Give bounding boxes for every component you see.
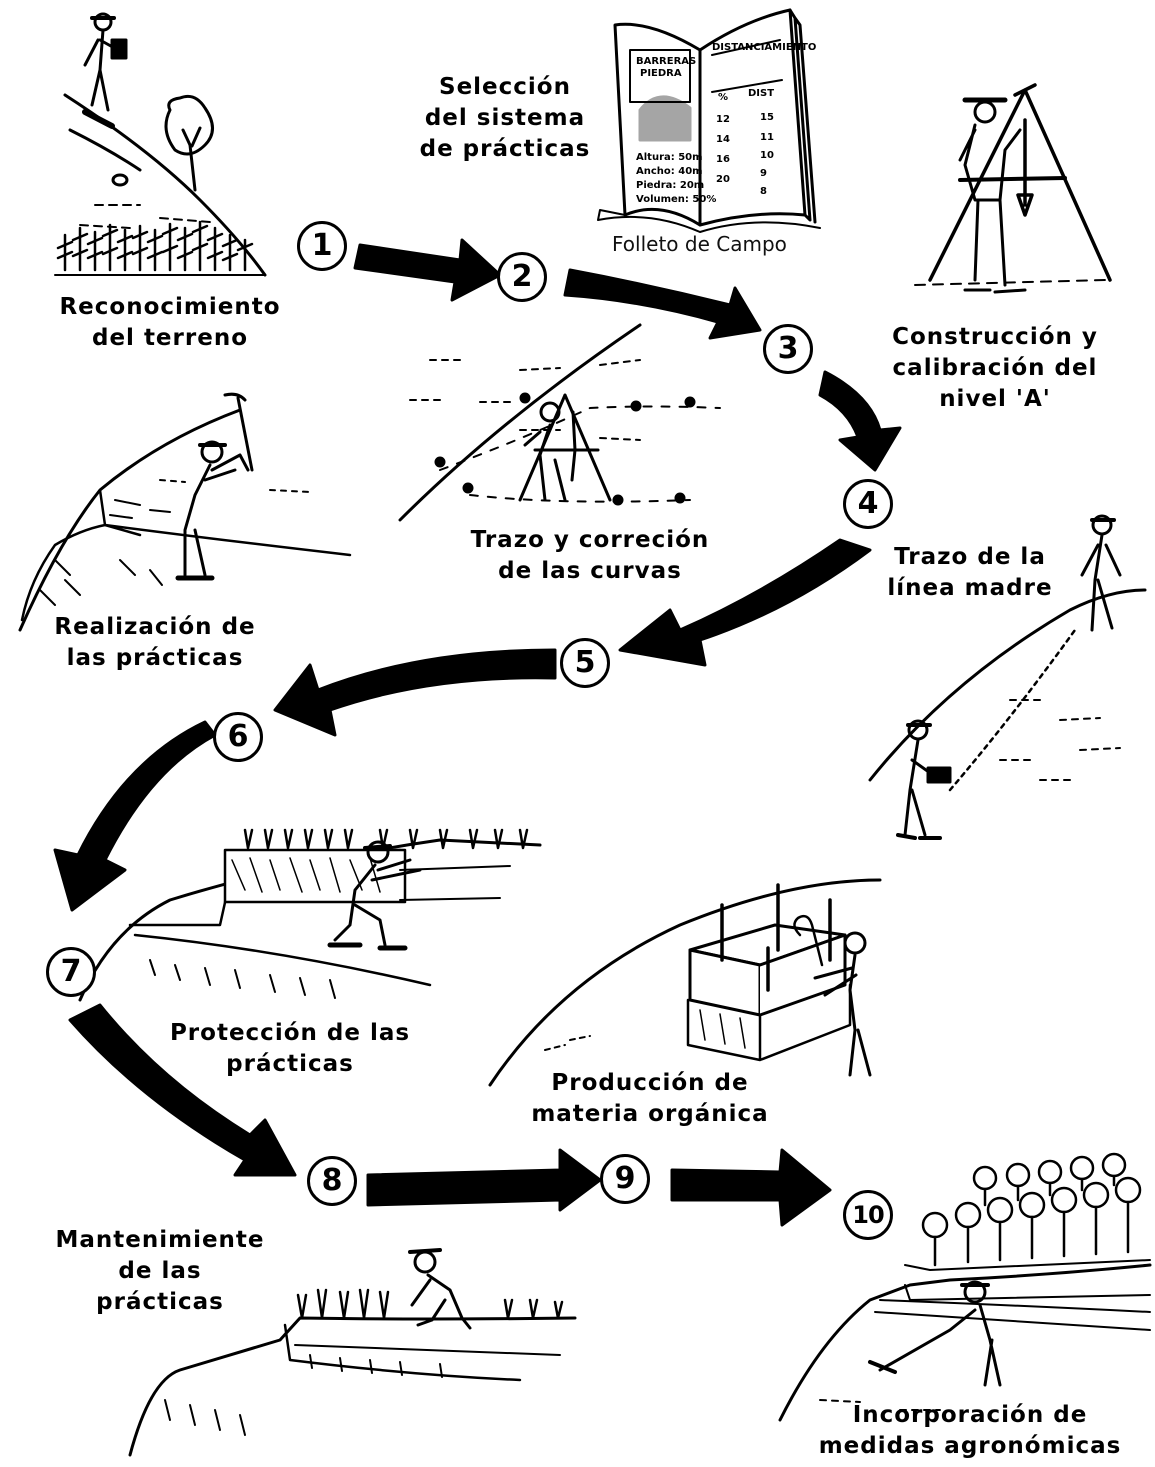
kneeling-worker-icon <box>327 840 422 951</box>
booklet-caption: Folleto de Campo <box>612 232 787 256</box>
step-10-label: Incorporación de medidas agronómicas <box>818 1402 1122 1459</box>
step-9-badge: 9 <box>600 1154 650 1204</box>
step-1-label: Reconocimiento del terreno <box>59 294 281 351</box>
arrow-3-4 <box>818 370 902 472</box>
arrow-5-6 <box>273 648 557 737</box>
scene-booklet <box>597 8 821 233</box>
booklet-right-line: 8 <box>760 186 767 197</box>
step-6-badge: 6 <box>213 712 263 762</box>
flow-arrows <box>53 238 902 1227</box>
scene-practices <box>18 392 352 632</box>
crop-rows-icon <box>54 220 266 276</box>
person-top-icon <box>1080 514 1122 632</box>
scene-mother-line <box>868 514 1147 840</box>
step-2-label: Selección del sistema de prácticas <box>419 74 591 162</box>
step-8-label: Mantenimiente de las prácticas <box>55 1227 265 1315</box>
step-3-label: Construcción y calibración del nivel 'A' <box>892 324 1098 412</box>
booklet-right-line: 16 <box>716 154 730 165</box>
step-9-label: Producción de materia orgánica <box>531 1070 769 1127</box>
arrow-6-7 <box>53 720 217 912</box>
arrow-4-5 <box>618 538 872 667</box>
step-8-badge: 8 <box>307 1156 357 1206</box>
a-frame-level-icon <box>928 83 1112 282</box>
step-1-badge: 1 <box>297 221 347 271</box>
booklet-left-line: Volumen: 50% <box>636 194 716 205</box>
arrow-9-10 <box>670 1148 832 1227</box>
step-10-badge: 10 <box>843 1190 893 1240</box>
compost-worker-icon <box>793 914 872 1077</box>
scene-compost <box>488 878 882 1087</box>
arrow-1-2 <box>353 238 502 302</box>
booklet-right-line: DIST <box>748 88 774 99</box>
booklet-left-line: Piedra: 20m <box>636 180 704 191</box>
step-5-label: Trazo y correción de las curvas <box>470 527 710 584</box>
worker-hoe-icon <box>175 392 254 581</box>
booklet-right-line: 11 <box>760 132 774 143</box>
a-frame-crew-icon <box>518 393 612 502</box>
booklet-right-line: 14 <box>716 134 730 145</box>
scene-curves <box>398 323 721 522</box>
scene-agronomic <box>778 1152 1152 1422</box>
scene-a-frame <box>914 83 1112 294</box>
booklet-right-line: DISTANCIAMIENTO <box>712 42 816 53</box>
booklet-left-line: Altura: 50m <box>636 152 703 163</box>
person-bottom-icon <box>896 719 952 840</box>
booklet-right-line: % <box>718 92 728 103</box>
tree-row-icon <box>921 1152 1142 1267</box>
worker-calibrating-icon <box>958 97 1027 294</box>
step-7-badge: 7 <box>46 947 96 997</box>
field-booklet-icon <box>597 8 821 233</box>
step-4-badge: 4 <box>843 479 893 529</box>
booklet-left-line: PIEDRA <box>640 68 682 79</box>
booklet-right-line: 10 <box>760 150 774 161</box>
scene-protection <box>78 828 542 1002</box>
booklet-right-line: 9 <box>760 168 767 179</box>
booklet-text: BARRERAS PIEDRA Altura: 50m Ancho: 40m P… <box>636 42 816 205</box>
arrow-2-3 <box>563 268 762 340</box>
step-3-badge: 3 <box>763 324 813 374</box>
step-5-badge: 5 <box>560 638 610 688</box>
step-2-badge: 2 <box>497 252 547 302</box>
booklet-left-line: BARRERAS <box>636 56 696 67</box>
arrow-8-9 <box>366 1148 602 1212</box>
compost-box-icon <box>686 883 852 1062</box>
step-4-label: Trazo de la línea madre <box>887 544 1053 601</box>
step-7-label: Protección de las prácticas <box>169 1020 411 1077</box>
booklet-right-line: 20 <box>716 174 730 185</box>
arrow-7-8 <box>68 1003 297 1177</box>
booklet-right-line: 15 <box>760 112 774 123</box>
scene-maintenance <box>128 1248 577 1457</box>
scene-reconnaissance <box>54 12 267 277</box>
surveyor-figure-icon <box>82 12 128 129</box>
step-6-label: Realización de las prácticas <box>54 614 256 671</box>
gardener-icon <box>408 1248 472 1330</box>
booklet-left-line: Ancho: 40m <box>636 166 703 177</box>
booklet-right-line: 12 <box>716 114 730 125</box>
tree-icon <box>164 94 214 192</box>
farmer-hoe-icon <box>868 1280 1002 1387</box>
